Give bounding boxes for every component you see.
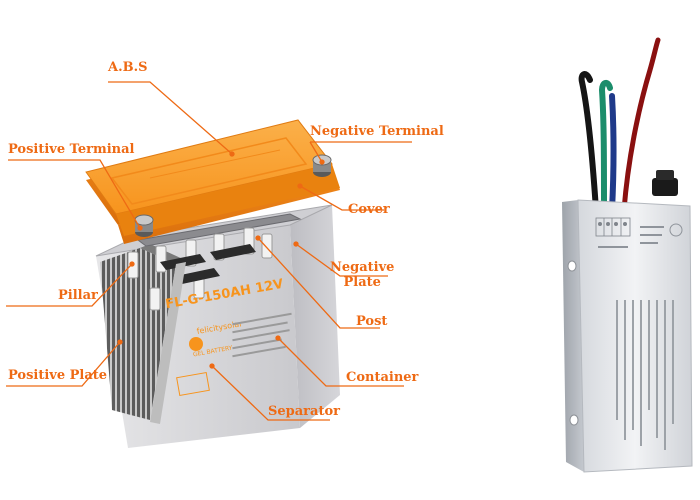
wire-red [621, 37, 661, 213]
battery-cover [85, 119, 340, 244]
label-container: Container [346, 370, 419, 385]
charge-controller-illustration [562, 37, 693, 473]
negative-terminal-post [312, 154, 332, 177]
cable-gland [652, 170, 678, 196]
label-negative-plate: Negative Plate [330, 260, 395, 290]
battery-illustration: FL-G-150AH 12V felicitysolar GEL BATTERY [85, 119, 340, 448]
wire-green [598, 80, 613, 213]
positive-terminal-post [134, 214, 154, 237]
label-post: Post [356, 314, 388, 329]
label-cover: Cover [348, 202, 390, 217]
leader-lines [6, 81, 412, 421]
wire-blue [609, 93, 617, 213]
label-negative-terminal: Negative Terminal [310, 124, 444, 139]
label-separator: Separator [268, 404, 340, 419]
label-pillar: Pillar [58, 288, 98, 303]
label-abs: A.B.S [108, 60, 148, 75]
brand-logo-icon [189, 337, 203, 351]
label-positive-terminal: Positive Terminal [8, 142, 135, 157]
wire-black [578, 71, 599, 213]
label-positive-plate: Positive Plate [8, 368, 108, 383]
